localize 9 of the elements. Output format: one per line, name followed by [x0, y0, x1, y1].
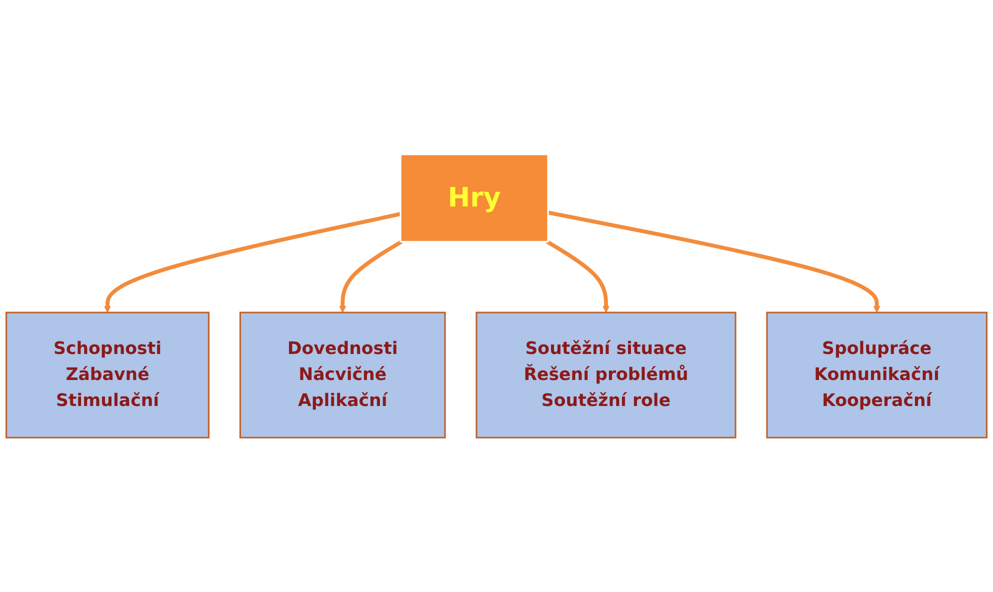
arrow: [339, 240, 403, 313]
arrow: [548, 210, 880, 313]
node-box: Hry: [400, 154, 549, 242]
node-box: Schopnosti Zábavné Stimulační: [6, 312, 210, 438]
node-box: Spolupráce Komunikační Kooperační: [766, 312, 988, 438]
arrow: [546, 240, 610, 313]
node-box: Soutěžní situace Řešení problémů Soutěžní role: [476, 312, 736, 438]
node-box: Dovednosti Nácvičné Aplikační: [239, 312, 446, 438]
arrow: [104, 212, 402, 313]
